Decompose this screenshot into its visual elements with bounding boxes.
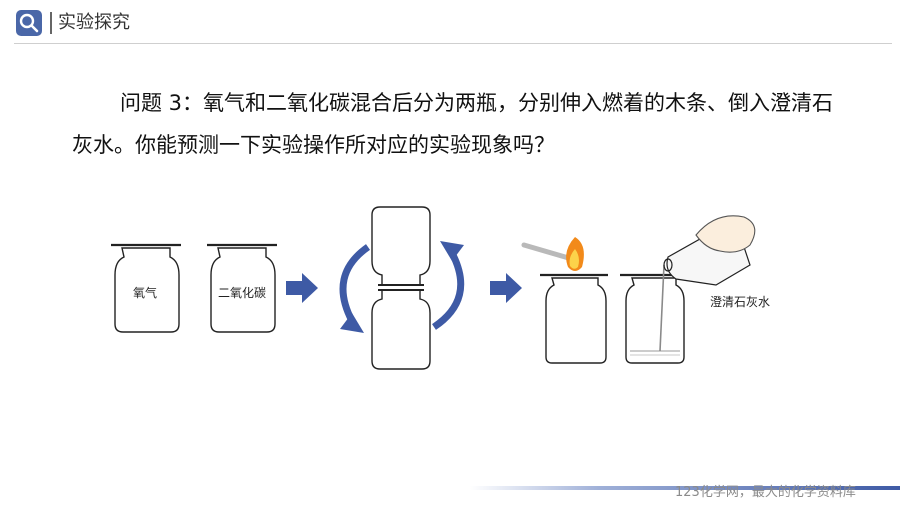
flame-icon — [566, 237, 584, 271]
experiment-figure: 氧气 二氧化碳 澄清石灰水 — [0, 195, 900, 385]
pour-stream — [659, 264, 665, 352]
oxygen-label: 氧气 — [133, 286, 158, 300]
arrow-right-icon — [286, 273, 318, 303]
oxygen-bottle — [111, 243, 181, 333]
search-icon — [16, 10, 42, 36]
header-rule — [14, 43, 892, 44]
header-divider — [50, 12, 52, 34]
co2-label: 二氧化碳 — [218, 286, 267, 300]
stacked-bottles — [371, 206, 431, 370]
co2-bottle — [207, 243, 277, 333]
limewater-test-bottle — [620, 273, 688, 364]
limewater-label: 澄清石灰水 — [710, 295, 771, 309]
page-title: 实验探究 — [58, 12, 130, 33]
arrow-right-icon-2 — [490, 273, 522, 303]
hand-icon — [695, 215, 756, 253]
footer-watermark: 123化学网，最大的化学资料库 — [675, 485, 856, 500]
rotate-arrow-left-icon — [339, 244, 371, 323]
splint-test-bottle — [540, 273, 608, 364]
question-text: 问题 3：氧气和二氧化碳混合后分为两瓶，分别伸入燃着的木条、倒入澄清石灰水。你能… — [72, 91, 834, 157]
wooden-splint — [521, 242, 575, 262]
footer-rule — [470, 486, 900, 490]
rotate-arrow-right-icon — [431, 251, 465, 330]
